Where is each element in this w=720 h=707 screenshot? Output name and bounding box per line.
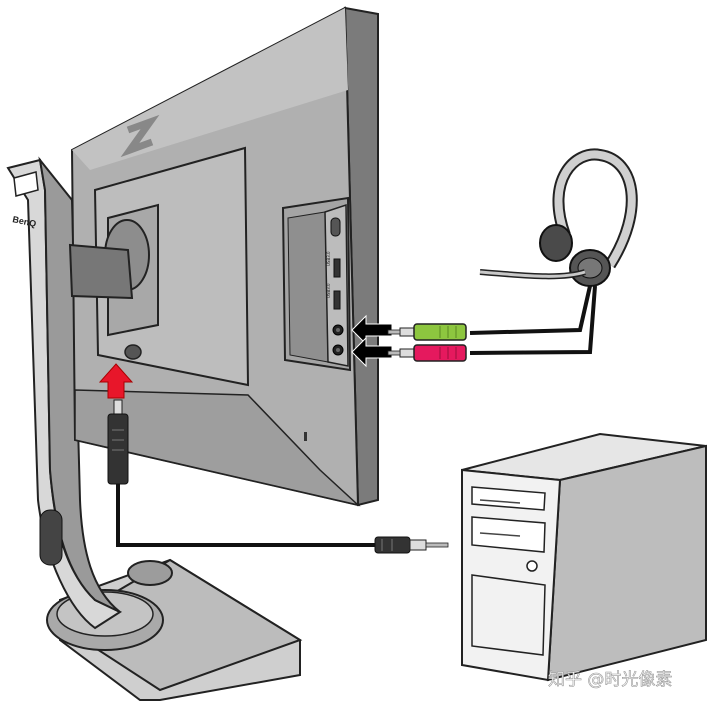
side-io-panel: USB3.0 USB3.0	[281, 196, 352, 372]
side-button-icon	[330, 217, 341, 237]
usb-cable	[107, 399, 449, 554]
power-button-icon	[526, 560, 538, 572]
stand-column: BenQ	[6, 156, 123, 630]
monitor-brand-logo: BenQ	[12, 214, 38, 229]
watermark: 知乎 @时光像素	[548, 670, 672, 690]
headset	[387, 148, 638, 362]
monitor-rear	[68, 6, 379, 507]
usb-port-2-icon	[333, 290, 341, 310]
zowie-logo-icon	[120, 114, 160, 158]
usb-port-label-1: USB3.0	[326, 251, 331, 266]
kensington-lock-icon	[304, 432, 307, 441]
arrow-usb-up-icon	[98, 363, 134, 399]
pc-tower	[461, 432, 707, 682]
usb-port-label-2: USB3.0	[326, 283, 331, 298]
usb-port-1-icon	[333, 258, 341, 278]
